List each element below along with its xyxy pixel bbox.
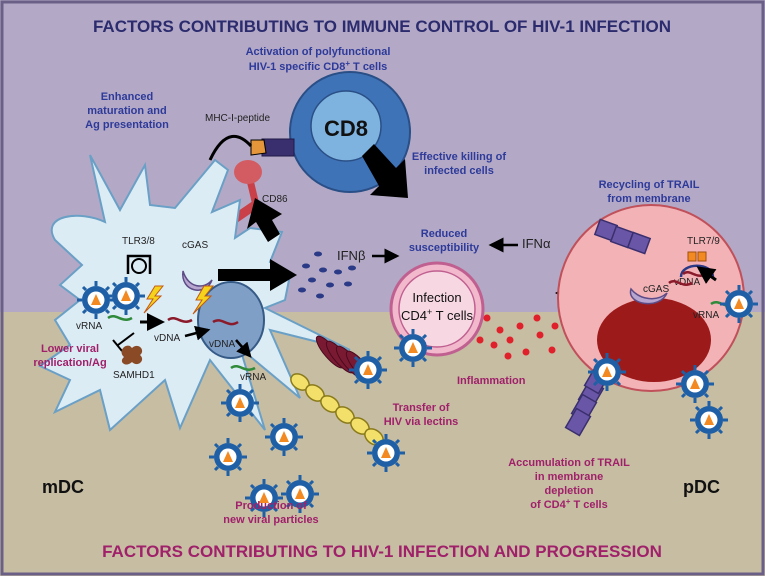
svg-text:susceptibility: susceptibility xyxy=(409,242,480,254)
svg-text:Accumulation of TRAIL: Accumulation of TRAIL xyxy=(508,457,630,469)
mdc-label: mDC xyxy=(42,477,84,497)
lightning-bolt-icon xyxy=(143,285,165,314)
production-text: Production of new viral particles xyxy=(223,500,318,526)
ifnb-dots xyxy=(298,251,356,299)
vrna-pdc-label: vRNA xyxy=(693,310,719,321)
transfer-text: Transfer of HIV via lectins xyxy=(384,402,459,428)
svg-text:Production of: Production of xyxy=(235,500,307,512)
killing-arrow xyxy=(362,144,408,198)
pdc-label: pDC xyxy=(683,477,720,497)
tlr38-receptor xyxy=(126,254,152,274)
inflammation-dots xyxy=(476,314,559,360)
svg-text:Transfer of: Transfer of xyxy=(393,402,450,414)
svg-text:in membrane: in membrane xyxy=(535,471,603,483)
cgas-mdc xyxy=(182,270,213,291)
tlr79-label: TLR7/9 xyxy=(687,236,720,247)
cd86-receptor xyxy=(234,160,262,184)
svg-text:Lower viral: Lower viral xyxy=(41,343,99,355)
svg-text:Recycling of TRAIL: Recycling of TRAIL xyxy=(599,179,700,191)
ifnb-label: IFNβ xyxy=(337,248,365,263)
mhc-stalk xyxy=(208,134,253,161)
cgas-mdc-label: cGAS xyxy=(182,240,208,251)
svg-text:from membrane: from membrane xyxy=(607,193,690,205)
inflammation-label: Inflammation xyxy=(457,375,526,387)
cd8-label: CD8 xyxy=(324,116,368,141)
vrna-mdc1-label: vRNA xyxy=(76,321,102,332)
svg-text:HIV-1 specific CD8+ T cells: HIV-1 specific CD8+ T cells xyxy=(249,59,388,73)
svg-text:replication/Ag: replication/Ag xyxy=(33,357,106,369)
svg-text:depletion: depletion xyxy=(545,485,594,497)
top-title: FACTORS CONTRIBUTING TO IMMUNE CONTROL O… xyxy=(93,17,671,36)
svg-text:Ag presentation: Ag presentation xyxy=(85,119,169,131)
svg-text:Reduced: Reduced xyxy=(421,228,467,240)
bottom-title: FACTORS CONTRIBUTING TO HIV-1 INFECTION … xyxy=(102,542,662,561)
svg-text:HIV via lectins: HIV via lectins xyxy=(384,416,459,428)
infection-label: Infection xyxy=(412,290,461,305)
recycling-trail-text: Recycling of TRAIL from membrane xyxy=(599,179,700,205)
cd4-tcells-label: CD4+ T cells xyxy=(401,307,473,323)
cd8-nucleus xyxy=(310,90,382,162)
svg-text:new viral particles: new viral particles xyxy=(223,514,318,526)
svg-text:maturation and: maturation and xyxy=(87,105,166,117)
svg-text:Activation of polyfunctional: Activation of polyfunctional xyxy=(246,46,391,58)
svg-text:of CD4+ T cells: of CD4+ T cells xyxy=(530,497,607,511)
cd86-arrow xyxy=(247,198,282,242)
cgas-pdc xyxy=(629,287,668,305)
lightning-bolt-icon xyxy=(192,285,215,315)
cd86-label: CD86 xyxy=(262,194,288,205)
tlr38-label: TLR3/8 xyxy=(122,236,155,247)
accumulation-text: Accumulation of TRAIL in membrane deplet… xyxy=(508,457,630,511)
enhanced-maturation-text: Enhanced maturation and Ag presentation xyxy=(85,91,169,131)
mhc-label: MHC-I-peptide xyxy=(205,113,270,124)
mdc-nucleus xyxy=(197,281,265,359)
svg-text:Enhanced: Enhanced xyxy=(101,91,154,103)
vrna-mdc2-label: vRNA xyxy=(240,372,266,383)
pdc-nucleus xyxy=(597,298,711,382)
ifna-label: IFNα xyxy=(522,236,551,251)
svg-text:infected cells: infected cells xyxy=(424,165,494,177)
reduced-susceptibility-text: Reduced susceptibility xyxy=(409,228,480,254)
samhd1-label: SAMHD1 xyxy=(113,370,155,381)
effective-killing-text: Effective killing of infected cells xyxy=(412,151,506,177)
vdna-pdc-label: vDNA xyxy=(674,277,700,288)
lower-viral-replication-text: Lower viral replication/Ag xyxy=(33,343,106,369)
activation-text: Activation of polyfunctional HIV-1 speci… xyxy=(246,46,391,73)
svg-text:Effective killing of: Effective killing of xyxy=(412,151,506,163)
lectin-chain xyxy=(290,373,384,446)
tcr-receptor xyxy=(261,138,295,157)
samhd1-protein xyxy=(121,345,143,365)
vdna-nucleus-label: vDNA xyxy=(209,339,235,350)
vdna-mdc1-label: vDNA xyxy=(154,333,180,344)
trail-blocks-top xyxy=(593,218,652,255)
cgas-pdc-label: cGAS xyxy=(643,284,669,295)
ifn-release-arrow xyxy=(218,259,297,291)
